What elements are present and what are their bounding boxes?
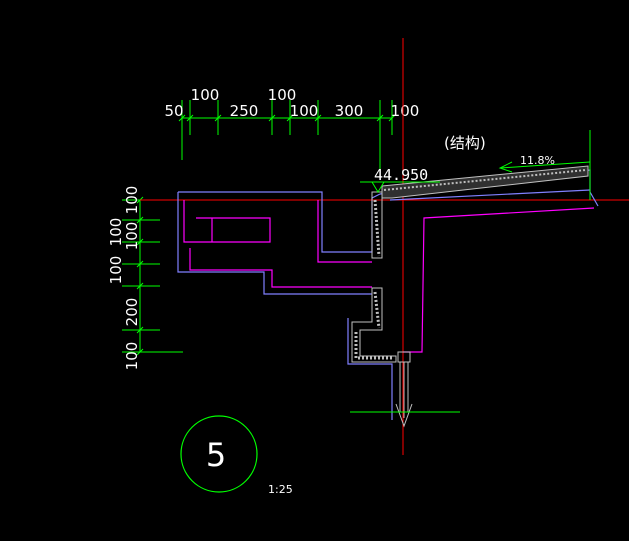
elevation-text: 44.950 — [374, 166, 428, 184]
detail-bubble: 5 — [180, 415, 258, 493]
dim-left-200: 200 — [123, 298, 141, 327]
dim-left-100-b: 100 — [107, 218, 125, 247]
insulation-layer — [351, 165, 589, 363]
dim-left-100-e: 100 — [123, 342, 141, 371]
axis-lines — [140, 38, 629, 455]
dim-left-100-a: 100 — [123, 186, 141, 215]
slope-marker: 11.8% — [498, 130, 591, 200]
dim-top-100-a: 100 — [191, 86, 220, 104]
top-dimension-texts: 50 100 250 100 100 300 100 — [164, 86, 419, 120]
slope-text: 11.8% — [520, 154, 555, 167]
detail-number: 5 — [206, 436, 226, 474]
elevation-marker: 44.950 — [360, 166, 440, 193]
left-dimension-texts: 100 100 100 100 200 100 — [107, 186, 141, 371]
structure-label: (结构) — [444, 134, 486, 152]
top-dimension-chain — [178, 100, 396, 170]
dim-top-100-b: 100 — [268, 86, 297, 104]
window-frame-detail — [395, 351, 413, 428]
dim-top-300: 300 — [335, 102, 364, 120]
dim-top-250: 250 — [230, 102, 259, 120]
dim-top-50: 50 — [164, 102, 183, 120]
finish-lines — [183, 200, 595, 353]
dim-top-100-d: 100 — [391, 102, 420, 120]
detail-scale: 1:25 — [268, 483, 293, 496]
dim-left-100-c: 100 — [123, 222, 141, 251]
dim-left-100-d: 100 — [107, 256, 125, 285]
detail-circle — [180, 415, 258, 493]
dim-top-100-c: 100 — [290, 102, 319, 120]
